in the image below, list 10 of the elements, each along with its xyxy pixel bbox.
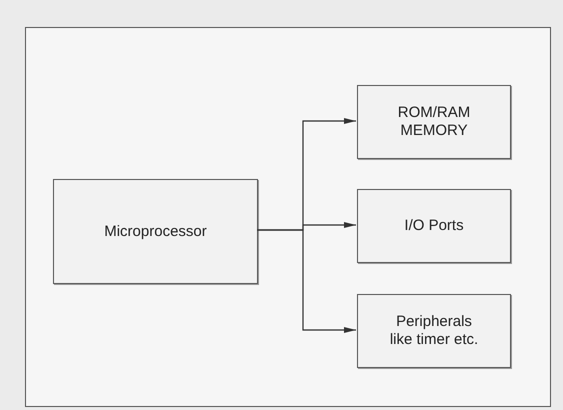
block-box (53, 179, 258, 284)
block-box (357, 294, 511, 368)
block-label: Microprocessor (104, 222, 207, 240)
block-label: I/O Ports (404, 217, 464, 235)
block-label: Peripherals like timer etc. (388, 313, 480, 349)
block-box (357, 189, 511, 263)
block-box (357, 85, 511, 159)
frame-box (25, 27, 551, 407)
block-label: ROM/RAM MEMORY (396, 104, 472, 140)
connector-arrow (257, 229, 356, 333)
